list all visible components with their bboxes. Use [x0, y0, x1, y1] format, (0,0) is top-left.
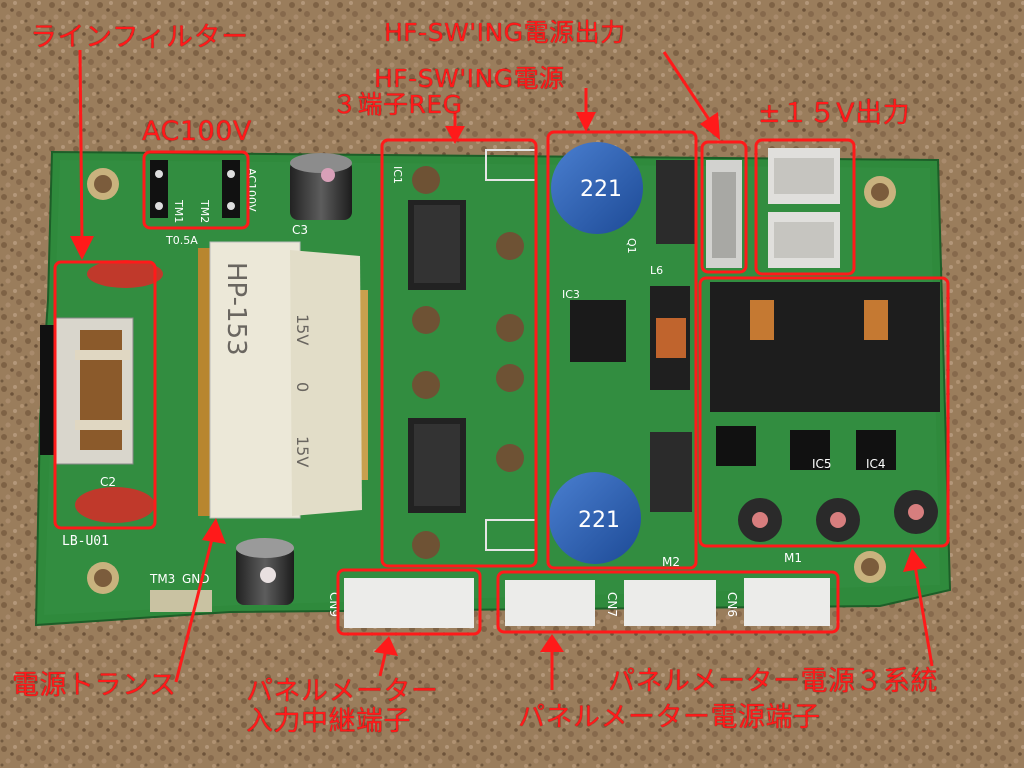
c3-silk: C3 [292, 223, 308, 237]
label-power-transformer: 電源トランス [12, 670, 177, 701]
box-pm15v [754, 138, 856, 276]
tm3-pads [150, 590, 212, 612]
x-capacitor-bottom [75, 487, 155, 523]
electrolytic-capacitor-bottom [236, 538, 294, 605]
label-hf-power: HF-SW'ING電源 [374, 64, 565, 93]
lb-silk: LB-U01 [62, 534, 109, 549]
label-regulator: ３端子REG [332, 90, 463, 119]
box-cn-power [496, 570, 840, 634]
annotation-boxes [53, 130, 950, 636]
cn7-silk: CN7 [605, 592, 619, 617]
tm3-silk: TM3 [149, 572, 175, 586]
box-hf-power [546, 130, 698, 570]
label-panel-meter-input-1: パネルメーター [246, 676, 439, 707]
inductor-value-top: 221 [580, 177, 622, 202]
tm2-silk: TM2 [198, 199, 211, 223]
hf-power-components [549, 142, 696, 564]
gnd-silk: GND [182, 572, 210, 586]
fuse-silk: T0.5A [165, 234, 198, 247]
label-line-filter: ラインフィルター [30, 22, 249, 53]
power-transformer-component [198, 241, 368, 519]
bottom-connectors [344, 578, 830, 628]
label-pm15v-output: ±１５V出力 [758, 98, 911, 129]
ic5-silk: IC5 [812, 457, 832, 471]
regulator-components [408, 149, 537, 559]
ic4-silk: IC4 [866, 457, 886, 471]
box-panel-meter-3ch [698, 276, 950, 548]
label-ac100v: AC100V [142, 116, 252, 147]
c2-silk: C2 [100, 475, 116, 489]
mounting-holes [87, 168, 896, 594]
pm15v-output-connectors [768, 148, 840, 268]
label-hf-power-output: HF-SW'ING電源出力 [384, 18, 626, 47]
cn6-silk: CN6 [725, 592, 739, 617]
transformer-model-silk: HP-153 [221, 262, 251, 356]
box-cn9 [336, 568, 482, 636]
m1-silk: M1 [784, 551, 802, 565]
transformer-tap-0-silk: 0 [293, 382, 312, 392]
ic3-silk: IC3 [562, 288, 580, 301]
tm1-silk: TM1 [172, 199, 185, 223]
q1-silk: Q1 [625, 238, 638, 254]
hf-output-connector [706, 160, 742, 268]
l6-silk: L6 [650, 264, 663, 277]
ac-terminals [150, 160, 240, 218]
transformer-tap-15v-b-silk: 15V [293, 436, 312, 467]
label-panel-meter-power-terminal: パネルメーター電源端子 [518, 702, 821, 733]
transformer-tap-15v-silk: 15V [293, 314, 312, 345]
ic1-silk: IC1 [391, 166, 404, 184]
panel-meter-3ch-components [710, 282, 940, 542]
box-line-filter [53, 260, 157, 530]
label-panel-meter-input-2: 入力中継端子 [246, 706, 411, 737]
box-ac100v [142, 150, 250, 230]
box-regulator [380, 138, 538, 568]
x-capacitor-top [87, 260, 163, 288]
inductor-value-bottom: 221 [578, 508, 620, 533]
label-panel-meter-power-3ch: パネルメーター電源３系統 [608, 666, 938, 697]
annotation-arrows [70, 49, 934, 690]
box-hf-output [700, 140, 748, 274]
electrolytic-capacitor-top [290, 153, 352, 220]
m2-silk: M2 [662, 555, 680, 569]
